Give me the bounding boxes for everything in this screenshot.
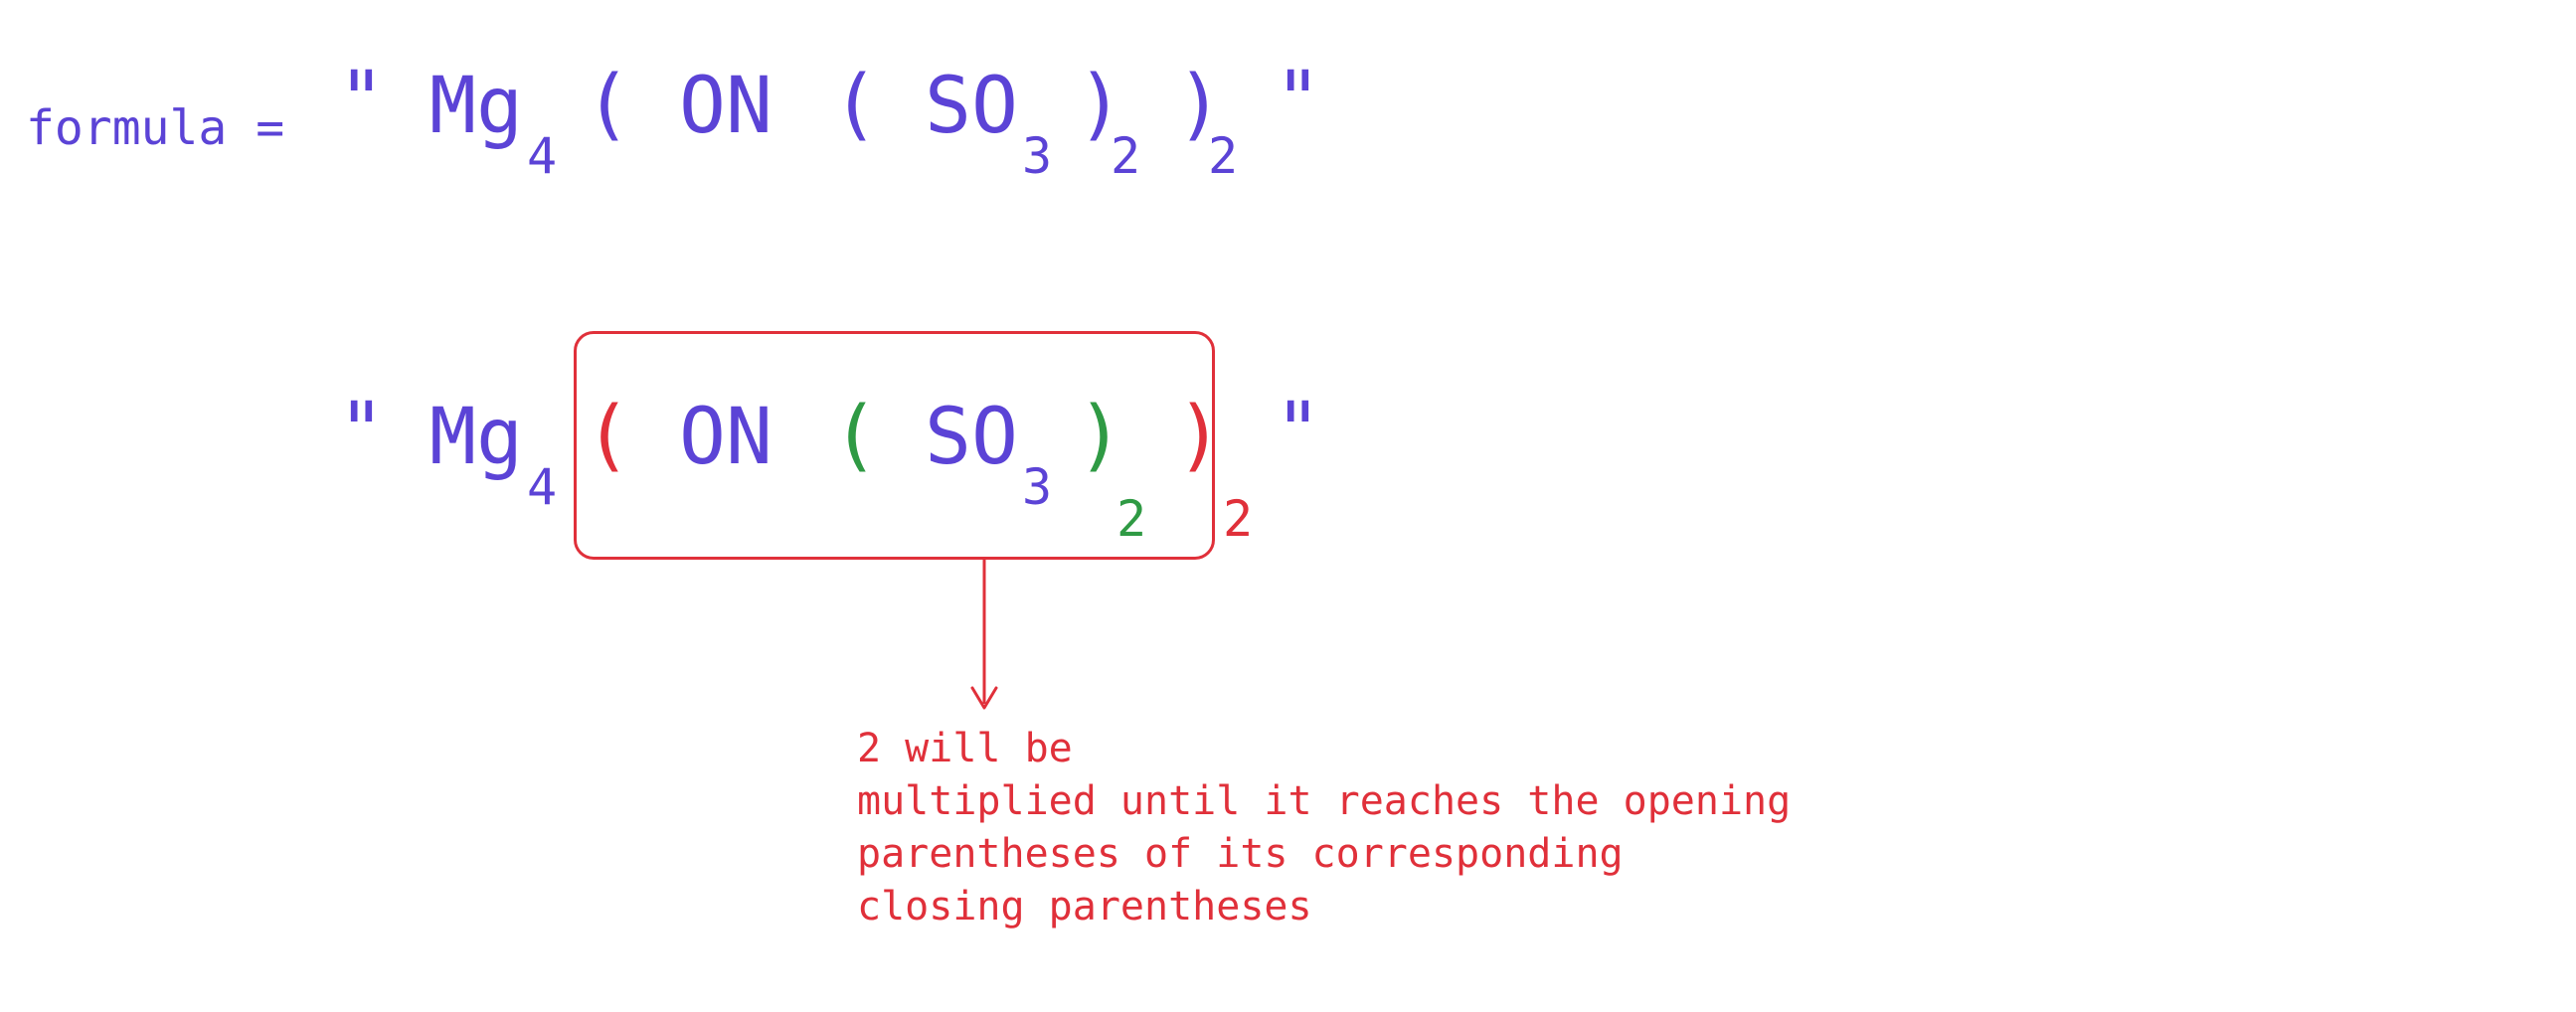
annotation-line-3: parentheses of its corresponding [857, 831, 1624, 877]
line1-paren-close-inner: ) [1077, 60, 1123, 149]
line1-subscript-inner-2: 2 [1111, 127, 1141, 185]
line2-subscript-4: 4 [527, 458, 558, 516]
line1-element-so: SO [925, 62, 1018, 151]
line1-paren-close-outer: ) [1176, 60, 1223, 149]
line1-element-on: ON [679, 62, 773, 151]
line1-paren-open-inner: ( [832, 60, 879, 149]
line1-subscript-3: 3 [1022, 127, 1053, 185]
line2-subscript-inner-2: 2 [1116, 490, 1147, 548]
line1-subscript-4: 4 [527, 127, 558, 185]
line1-close-quote: " [1275, 56, 1321, 145]
annotation-note: 2 will be multiplied until it reaches th… [857, 723, 1791, 933]
line1-open-quote: " [338, 56, 385, 145]
annotation-line-1: 2 will be [857, 726, 1073, 771]
line2-element-mg: Mg [429, 393, 523, 482]
line2-close-quote: " [1275, 387, 1321, 476]
outer-parentheses-highlight-box [574, 331, 1215, 560]
formula-label: formula = [26, 100, 285, 156]
annotation-line-4: closing parentheses [857, 884, 1312, 929]
line2-subscript-3: 3 [1022, 458, 1053, 516]
line1-element-mg: Mg [429, 62, 523, 151]
line1-subscript-outer-2: 2 [1208, 127, 1239, 185]
line2-paren-close-inner: ) [1077, 391, 1123, 480]
line2-subscript-outer-2: 2 [1223, 490, 1254, 548]
line1-paren-open-outer: ( [585, 60, 631, 149]
line2-paren-close-outer: ) [1176, 391, 1223, 480]
line2-element-on: ON [679, 393, 773, 482]
line2-element-so: SO [925, 393, 1018, 482]
line2-paren-open-outer: ( [585, 391, 631, 480]
annotation-line-2: multiplied until it reaches the opening [857, 778, 1792, 824]
line2-paren-open-inner: ( [832, 391, 879, 480]
line2-open-quote: " [338, 387, 385, 476]
